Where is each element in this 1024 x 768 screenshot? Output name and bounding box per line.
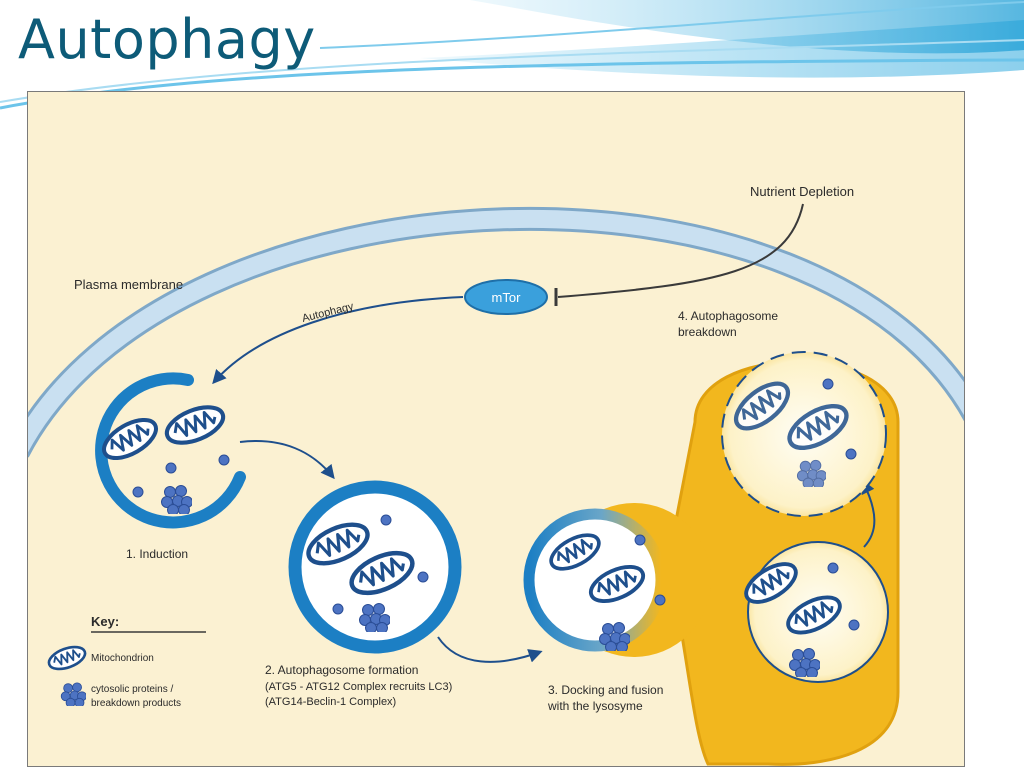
key-proteins-line2: breakdown products bbox=[91, 698, 181, 709]
stage-1-phagophore bbox=[98, 372, 246, 529]
mtor-node: mTor bbox=[464, 279, 548, 315]
arrow-1-2 bbox=[239, 440, 335, 480]
stage-4-line1: 4. Autophagosome bbox=[678, 309, 778, 323]
inhibition-arrow bbox=[557, 203, 804, 298]
stage-2-autophagosome bbox=[288, 480, 462, 654]
mtor-label: mTor bbox=[492, 290, 522, 305]
stage-4-breakdown bbox=[721, 351, 887, 517]
stage-2-title: 2. Autophagosome formation bbox=[265, 663, 418, 677]
arrow-2-3 bbox=[437, 636, 543, 663]
stage-3-line2: with the lysosyme bbox=[547, 699, 643, 713]
key-protein-icon bbox=[60, 682, 86, 706]
stage-4-line2: breakdown bbox=[678, 325, 737, 339]
nutrient-depletion-label: Nutrient Depletion bbox=[750, 184, 854, 199]
autophagy-arrow-label: Autophagy bbox=[301, 300, 355, 324]
fused-vesicle bbox=[740, 541, 889, 683]
stage-1-label: 1. Induction bbox=[126, 547, 188, 561]
stage-2-line2: (ATG5 - ATG12 Complex recruits LC3) bbox=[265, 681, 452, 693]
autophagy-diagram: Nutrient Depletion mTor Plasma membrane … bbox=[27, 91, 965, 767]
plasma-membrane-label: Plasma membrane bbox=[74, 277, 183, 292]
diagram-canvas: Nutrient Depletion mTor Plasma membrane … bbox=[28, 184, 964, 766]
key-mitochondrion-label: Mitochondrion bbox=[91, 653, 154, 664]
stage-3-line1: 3. Docking and fusion bbox=[548, 683, 663, 697]
autophagy-arrow bbox=[212, 296, 464, 385]
key-proteins-line1: cytosolic proteins / bbox=[91, 684, 173, 695]
arrow-3-4 bbox=[861, 479, 876, 548]
stage-2-line3: (ATG14-Beclin-1 Complex) bbox=[265, 696, 396, 708]
key-mitochondrion-icon bbox=[44, 640, 90, 676]
key-legend: Key: Mitochondrion cytosolic proteins / … bbox=[44, 614, 206, 709]
stage-3-docking bbox=[523, 508, 667, 652]
plasma-membrane bbox=[28, 207, 964, 458]
slide-title: Autophagy bbox=[18, 8, 316, 71]
key-title: Key: bbox=[91, 614, 119, 629]
